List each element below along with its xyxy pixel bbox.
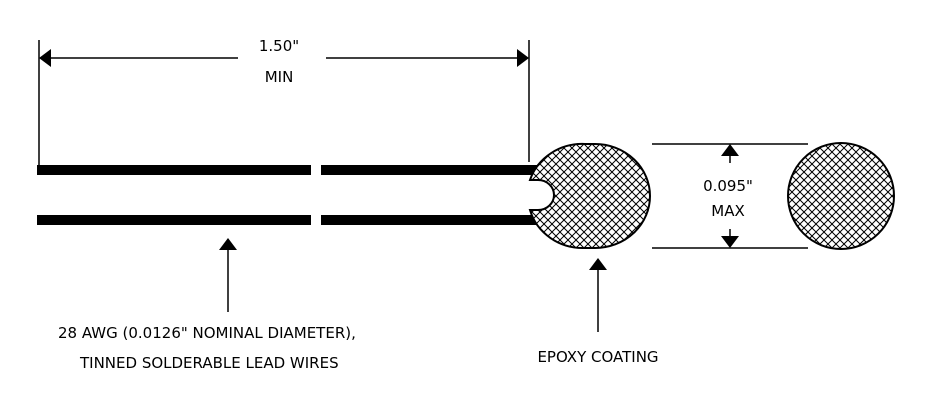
arrowhead-right (517, 49, 529, 67)
diameter-value: 0.095" (703, 177, 753, 195)
epoxy-coating-arrowhead (589, 258, 607, 270)
epoxy-bead-end-view (787, 142, 895, 250)
length-qualifier: MIN (265, 68, 294, 86)
epoxy-bead-body (528, 142, 651, 250)
length-dimension: 1.50" MIN (38, 37, 530, 165)
arrowhead-top (721, 144, 739, 156)
diameter-qualifier: MAX (711, 202, 744, 220)
diameter-dimension: 0.095" MAX (652, 143, 808, 249)
lead-wire-arrowhead (219, 238, 237, 250)
arrowhead-bottom (721, 236, 739, 248)
lead-wire-callout: 28 AWG (0.0126" NOMINAL DIAMETER), TINNE… (58, 238, 356, 372)
length-value: 1.50" (259, 37, 299, 55)
epoxy-bead-side-view (528, 142, 651, 250)
lead-wire-note-line1: 28 AWG (0.0126" NOMINAL DIAMETER), (58, 324, 356, 342)
lead-wire-note-line2: TINNED SOLDERABLE LEAD WIRES (79, 354, 339, 372)
epoxy-coating-note: EPOXY COATING (537, 348, 658, 366)
epoxy-bead-cross-section (787, 142, 895, 250)
lead-wires (37, 165, 540, 225)
epoxy-coating-callout: EPOXY COATING (537, 258, 659, 366)
arrowhead-left (39, 49, 51, 67)
